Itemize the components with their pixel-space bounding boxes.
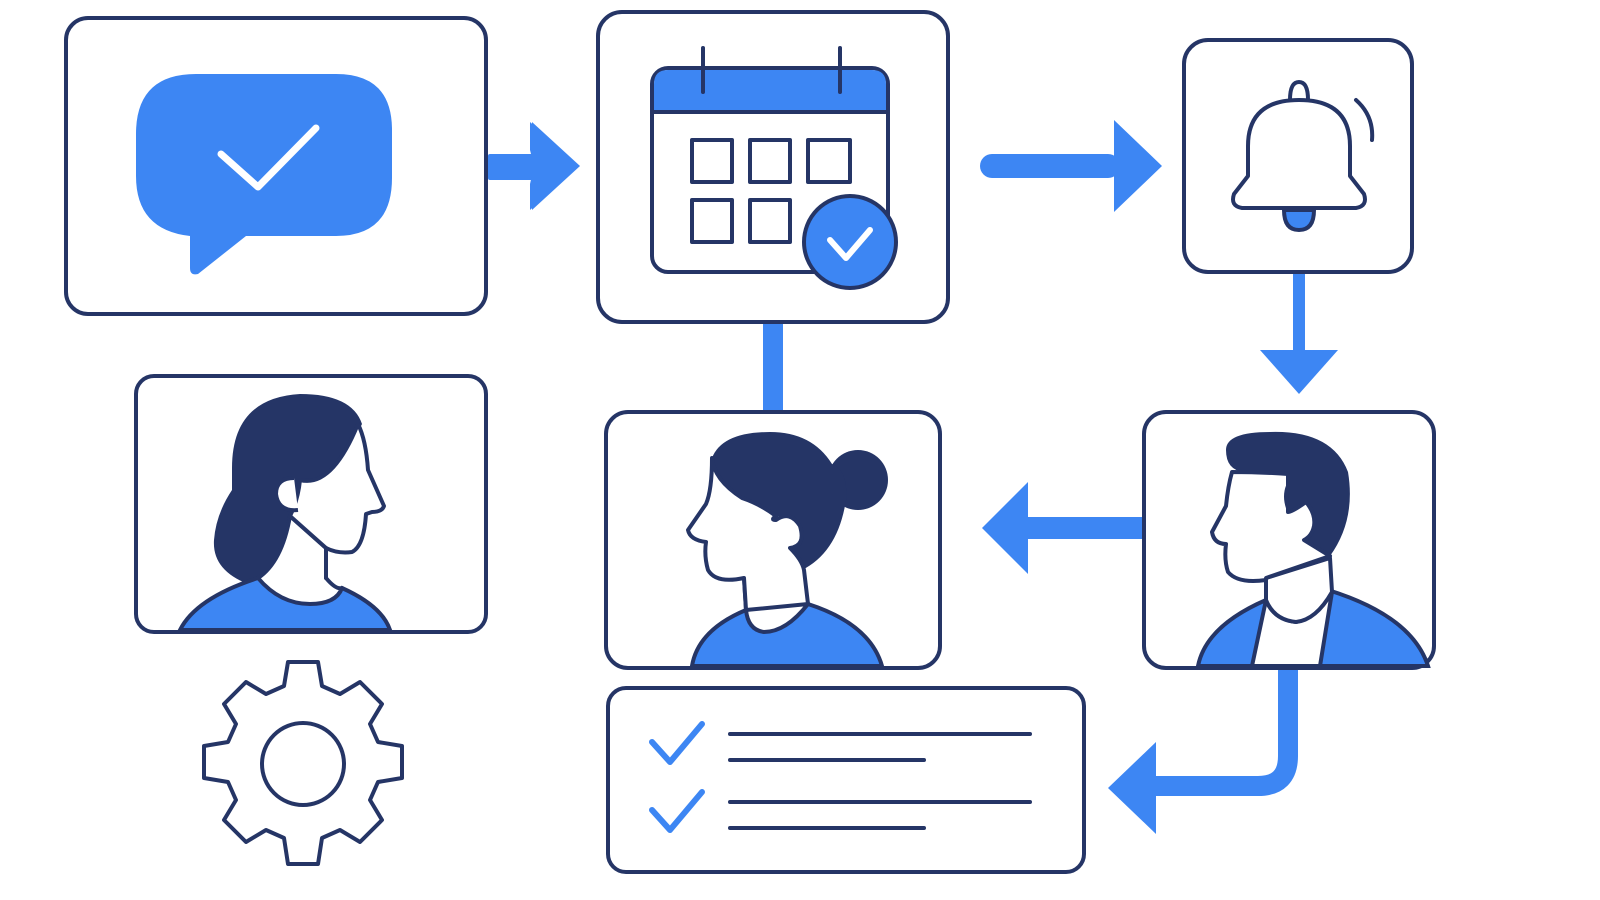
chat-message-card[interactable] (64, 16, 488, 316)
arrow-chat-to-calendar (488, 122, 580, 210)
checklist-icon (649, 721, 1032, 833)
calendar-schedule-card[interactable] (596, 10, 950, 324)
arrow-bell-to-man (1260, 272, 1338, 394)
chat-check-icon (136, 74, 392, 275)
person-woman-long-hair-card[interactable] (134, 374, 488, 634)
connector-calendar-to-woman (763, 320, 783, 414)
checkmark-icon (649, 789, 705, 833)
calendar-check-icon (650, 46, 898, 290)
woman-long-hair-avatar-icon (176, 394, 393, 632)
gear-icon[interactable] (202, 660, 404, 866)
person-woman-bun-card[interactable] (604, 410, 942, 670)
man-avatar-icon (1195, 431, 1431, 668)
checklist-card[interactable] (606, 686, 1086, 874)
connector-lines (488, 120, 1338, 834)
arrow-calendar-to-bell (980, 120, 1162, 212)
arrow-man-to-checklist (1108, 668, 1298, 834)
checklist-item[interactable] (649, 721, 1032, 765)
checklist-item[interactable] (649, 789, 1032, 833)
woman-bun-avatar-icon (686, 432, 888, 668)
bell-icon (1231, 80, 1375, 233)
person-man-card[interactable] (1142, 410, 1436, 670)
notification-card[interactable] (1182, 38, 1414, 274)
checkmark-icon (649, 721, 705, 765)
arrow-man-to-woman (982, 482, 1146, 574)
